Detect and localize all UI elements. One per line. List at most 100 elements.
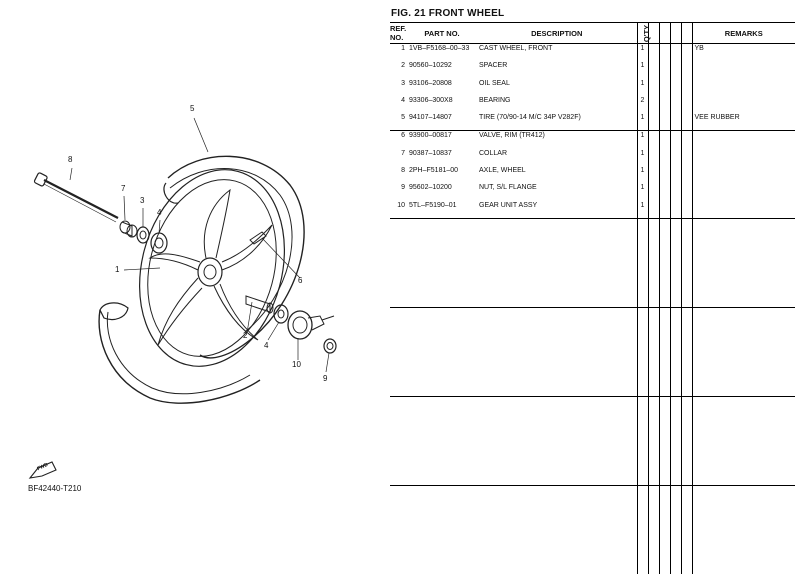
cell-empty xyxy=(390,217,407,308)
cell-blank xyxy=(658,113,670,131)
parts-table-container: REF. NO. PART NO. DESCRIPTION Q'TY REMAR… xyxy=(390,22,795,574)
cell-blank xyxy=(658,148,670,167)
cell-empty xyxy=(691,484,795,574)
cell-remarks: VEE RUBBER xyxy=(691,113,795,131)
cell-blank xyxy=(680,43,692,62)
callout-7: 7 xyxy=(121,184,126,193)
cell-remarks xyxy=(691,61,795,79)
cell-part-no: 90560–10292 xyxy=(409,62,452,70)
cell-blank xyxy=(680,130,692,149)
spacer-drawing xyxy=(245,295,274,314)
cell-qty: 1 xyxy=(636,78,648,96)
cell-empty xyxy=(407,217,477,308)
cell-remarks xyxy=(691,78,795,96)
cell-qty: 1 xyxy=(636,130,648,149)
table-row-empty xyxy=(390,484,795,574)
cell-blank xyxy=(647,148,659,167)
cell-blank xyxy=(680,200,692,219)
cell-part-no: 93900–00817 xyxy=(407,130,477,149)
cell-blank xyxy=(647,61,659,79)
cell-empty xyxy=(669,395,681,486)
cell-qty: 1 xyxy=(636,43,648,62)
tire-drawing xyxy=(98,155,305,404)
callout-9: 9 xyxy=(323,374,328,383)
header-blank-3 xyxy=(669,22,681,44)
cell-empty xyxy=(477,395,637,486)
bearing-lower-drawing xyxy=(273,304,289,324)
header-ref: REF. NO. xyxy=(390,22,407,44)
cell-blank xyxy=(658,200,670,219)
cell-empty xyxy=(407,395,477,486)
header-blank-1 xyxy=(647,22,659,44)
cell-empty xyxy=(658,306,670,397)
cell-blank xyxy=(647,43,659,62)
cell-empty xyxy=(477,484,637,574)
table-row-empty xyxy=(390,217,795,308)
cell-empty xyxy=(680,395,692,486)
header-description: DESCRIPTION xyxy=(477,22,637,44)
cell-blank xyxy=(647,183,659,201)
cell-blank xyxy=(680,61,692,79)
cell-description: TIRE (70/90-14 M/C 34P V282F) xyxy=(479,114,581,122)
cell-description: CAST WHEEL, FRONT xyxy=(479,45,553,52)
cell-empty xyxy=(636,395,648,486)
cell-blank xyxy=(669,183,681,201)
cell-remarks xyxy=(691,95,795,114)
oil-seal-drawing xyxy=(136,226,150,244)
cell-empty xyxy=(390,306,407,397)
cell-blank xyxy=(647,113,659,131)
cell-part-no: 94107–14807 xyxy=(409,114,452,122)
cell-blank xyxy=(669,113,681,131)
cell-blank xyxy=(658,78,670,96)
cell-qty: 1 xyxy=(636,61,648,79)
cell-blank xyxy=(669,130,681,149)
cell-empty xyxy=(691,217,795,308)
cell-empty xyxy=(390,484,407,574)
callout-10: 10 xyxy=(292,360,301,369)
cell-description: BEARING xyxy=(479,96,511,104)
callout-5: 5 xyxy=(190,104,195,113)
callout-4-upper: 4 xyxy=(157,208,162,217)
callout-6: 6 xyxy=(298,276,303,285)
cell-empty xyxy=(477,217,637,308)
cell-qty: 1 xyxy=(636,166,648,184)
cell-qty: 1 xyxy=(636,200,648,219)
callout-3: 3 xyxy=(140,196,145,205)
cell-blank xyxy=(658,95,670,114)
cast-wheel-drawing xyxy=(139,169,285,367)
cell-empty xyxy=(636,217,648,308)
cell-blank xyxy=(680,78,692,96)
cell-ref: 4 xyxy=(401,96,405,104)
header-remarks: REMARKS xyxy=(691,22,795,44)
cell-part-no: 90387–10837 xyxy=(409,149,452,157)
cell-blank xyxy=(647,200,659,219)
header-part-no: PART NO. xyxy=(407,22,477,44)
cell-blank xyxy=(680,148,692,167)
cell-blank xyxy=(669,166,681,184)
cell-blank xyxy=(680,95,692,114)
cell-description: COLLAR xyxy=(479,149,508,157)
cell-blank xyxy=(647,95,659,114)
cell-description: AXLE, WHEEL xyxy=(479,167,526,175)
cell-empty xyxy=(647,306,659,397)
cell-ref: 7 xyxy=(401,149,405,157)
cell-blank xyxy=(647,130,659,149)
leader-lines xyxy=(69,117,330,373)
cell-empty xyxy=(691,306,795,397)
cell-blank xyxy=(669,43,681,62)
cell-remarks: YB xyxy=(691,43,795,62)
cell-empty xyxy=(647,395,659,486)
table-row-empty xyxy=(390,395,795,486)
cell-qty: 1 xyxy=(636,148,648,167)
cell-empty xyxy=(390,395,407,486)
cell-ref: 9 xyxy=(401,184,405,192)
cell-blank xyxy=(658,43,670,62)
header-qty: Q'TY xyxy=(636,22,651,44)
valve-drawing xyxy=(249,231,267,245)
cell-blank xyxy=(669,200,681,219)
nut-drawing xyxy=(323,338,337,354)
